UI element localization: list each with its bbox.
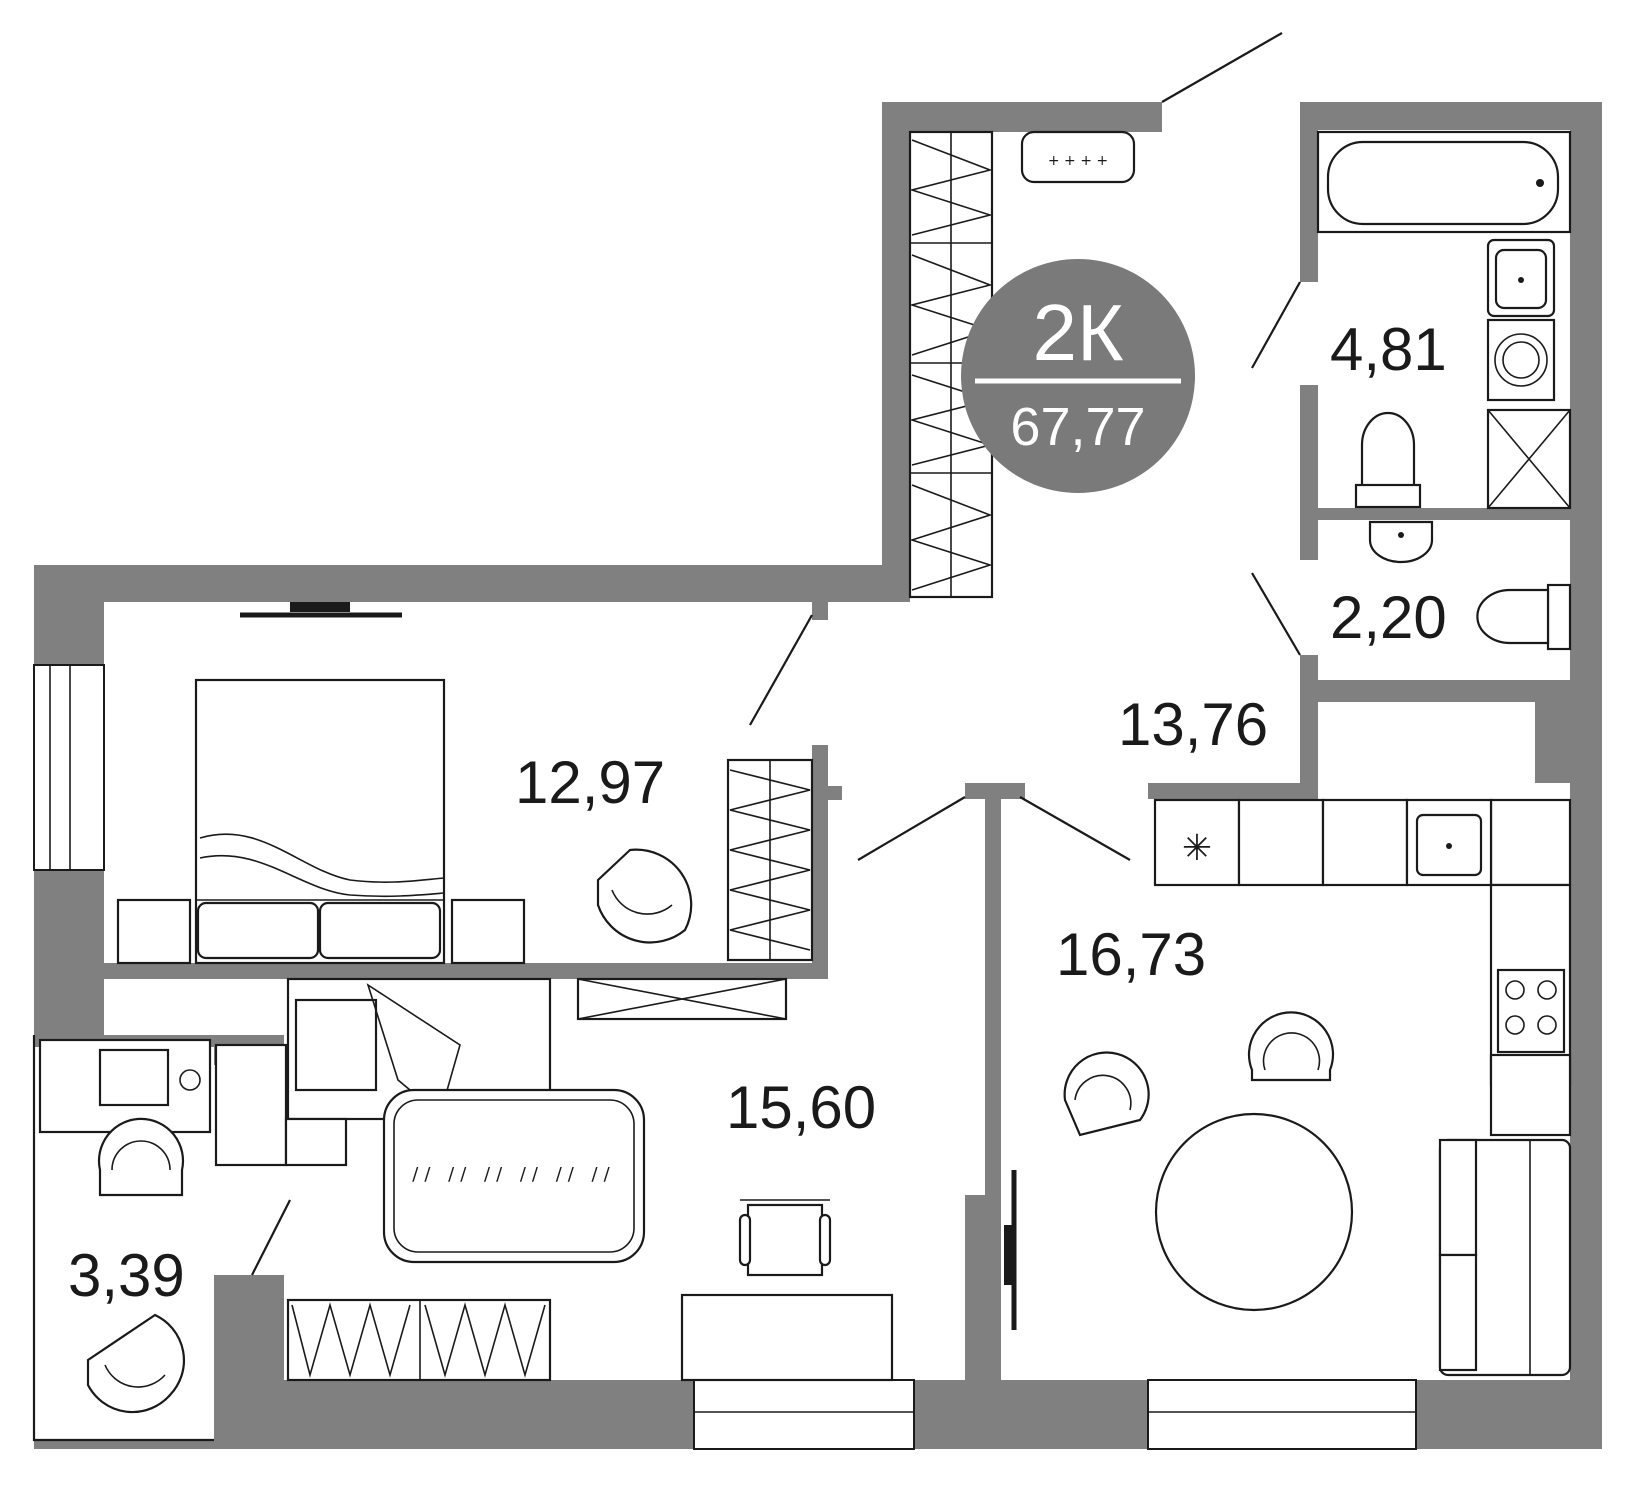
chair-icon bbox=[97, 1117, 185, 1197]
dining-table-icon bbox=[1154, 1112, 1354, 1312]
wardrobe-icon bbox=[576, 977, 788, 1021]
kitchen-sink-icon bbox=[1405, 798, 1493, 887]
washing-machine-icon bbox=[1486, 318, 1556, 402]
wardrobe-icon bbox=[286, 1298, 552, 1382]
bathroom-area-label: 4,81 bbox=[1330, 316, 1447, 383]
bed-icon bbox=[116, 678, 526, 965]
toilet-icon bbox=[1354, 411, 1422, 509]
kitchen-cabinets bbox=[1237, 798, 1572, 1137]
rug-icon: + + + + bbox=[1020, 130, 1136, 184]
windows bbox=[33, 664, 1417, 1450]
rug-icon: // // // // // // bbox=[382, 1088, 646, 1264]
area-labels: 12,97 13,76 4,81 2,20 15,60 16,73 3,39 bbox=[68, 316, 1447, 1309]
desk-icon bbox=[38, 1038, 212, 1134]
total-area-label: 67,77 bbox=[1010, 397, 1145, 457]
wardrobe-icon bbox=[726, 758, 814, 962]
sink-icon bbox=[1368, 520, 1434, 564]
svg-text:+ + + +: + + + + bbox=[1048, 153, 1108, 169]
apartment-badge: 2К 67,77 bbox=[961, 259, 1195, 493]
svg-text:// // // // // //: // // // // // // bbox=[412, 1164, 615, 1185]
toilet-area-label: 2,20 bbox=[1330, 584, 1447, 651]
chair-icon bbox=[1247, 1011, 1335, 1082]
apartment-type-label: 2К bbox=[1032, 288, 1123, 377]
desk-icon bbox=[214, 1043, 348, 1167]
chair-icon bbox=[1063, 1051, 1150, 1137]
toilet-icon bbox=[1476, 583, 1572, 651]
chair-icon bbox=[738, 1199, 832, 1277]
fridge-icon: ✳ bbox=[1153, 798, 1241, 887]
tv-icon bbox=[1004, 1170, 1017, 1330]
sink-icon bbox=[1486, 238, 1556, 318]
hall-area-label: 13,76 bbox=[1118, 691, 1268, 758]
study-area-label: 3,39 bbox=[68, 1242, 185, 1309]
svg-text:✳: ✳ bbox=[1182, 828, 1212, 869]
tv-icon bbox=[240, 602, 402, 618]
armchair-icon bbox=[596, 848, 693, 944]
bedroom-area-label: 12,97 bbox=[515, 749, 665, 816]
stove-icon bbox=[1496, 968, 1566, 1054]
sofa-icon bbox=[1438, 1138, 1572, 1377]
door-swings bbox=[251, 32, 1301, 1276]
kitchen-area-label: 16,73 bbox=[1056, 921, 1206, 988]
desk-icon bbox=[680, 1293, 894, 1382]
armchair-icon bbox=[86, 1313, 186, 1414]
bathtub-icon bbox=[1316, 130, 1572, 234]
living-room-area-label: 15,60 bbox=[726, 1074, 876, 1141]
shower-icon bbox=[1486, 408, 1572, 510]
